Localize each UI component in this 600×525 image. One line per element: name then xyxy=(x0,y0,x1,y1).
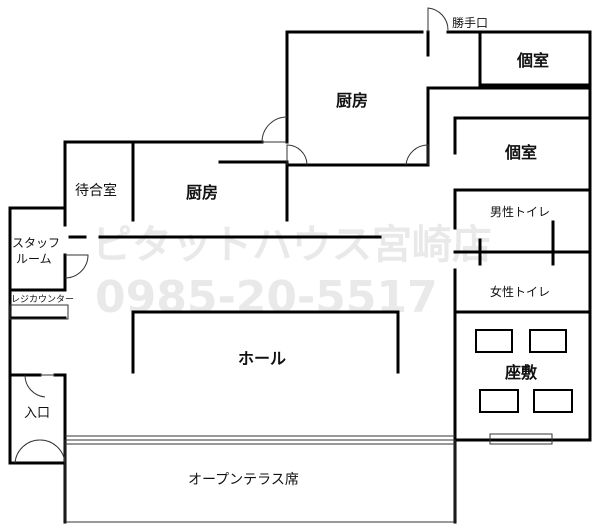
label-kitchen-left: 厨房 xyxy=(186,183,218,202)
label-kitchen-top: 厨房 xyxy=(336,91,368,110)
label-hall: ホール xyxy=(238,349,286,368)
watermark-phone: 0985-20-5517 xyxy=(95,272,438,323)
label-register-counter: レジカウンター xyxy=(11,294,74,305)
thin-lines xyxy=(9,7,553,523)
walls xyxy=(8,30,592,524)
label-entrance: 入口 xyxy=(24,406,50,421)
watermark-shop-name: ピタットハウス宮崎店 xyxy=(92,222,492,268)
label-womens-toilet: 女性トイレ xyxy=(490,284,550,299)
label-private-room-1: 個室 xyxy=(516,51,549,70)
label-open-terrace: オープンテラス席 xyxy=(188,472,299,488)
label-mens-toilet: 男性トイレ xyxy=(490,205,550,219)
label-tatami-seating: 座敷 xyxy=(504,363,538,382)
label-staff-room-line1: スタッフ xyxy=(12,236,60,250)
label-private-room-2: 個室 xyxy=(504,143,537,162)
label-staff-room-line2: ルーム xyxy=(16,252,52,266)
seating-tables xyxy=(475,329,573,413)
label-kitchen-door: 勝手口 xyxy=(452,15,488,30)
label-waiting-room: 待合室 xyxy=(75,182,117,199)
